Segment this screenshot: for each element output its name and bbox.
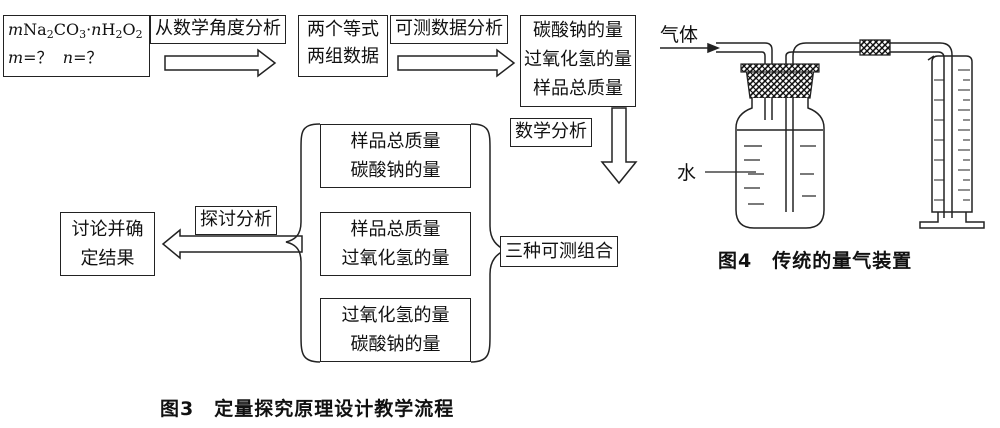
hollow-arrow-2 xyxy=(397,48,516,78)
left-brace xyxy=(285,123,321,363)
combination-1-line-1: 样品总质量 xyxy=(350,131,441,152)
gas-label: 气体 xyxy=(660,24,699,46)
quantity-total-mass: 样品总质量 xyxy=(533,78,623,99)
result-line-2: 定结果 xyxy=(80,248,135,269)
combination-3-line-2: 碳酸钠的量 xyxy=(350,334,441,355)
measurable-data-label: 可测数据分析 xyxy=(390,15,508,44)
start-formula-box: mNa2CO3·nH2O2 m=？ n=？ xyxy=(3,15,150,77)
figure-3-caption: 图3 定量探究原理设计教学流程 xyxy=(160,398,455,420)
combination-box-3: 过氧化氢的量 碳酸钠的量 xyxy=(320,298,471,362)
result-box: 讨论并确 定结果 xyxy=(60,212,155,276)
figure-4-caption: 图4 传统的量气装置 xyxy=(718,250,913,272)
discuss-analysis-label: 探讨分析 xyxy=(195,206,277,235)
hollow-arrow-left xyxy=(161,228,303,260)
combination-2-line-1: 样品总质量 xyxy=(350,219,441,240)
combination-2-line-2: 过氧化氢的量 xyxy=(341,248,450,269)
equations-line-1: 两个等式 xyxy=(307,19,379,40)
math-analysis-label: 数学分析 xyxy=(510,118,592,147)
unknowns-line: m=？ n=？ xyxy=(8,48,103,67)
combination-box-1: 样品总质量 碳酸钠的量 xyxy=(320,124,471,188)
water-label: 水 xyxy=(677,162,697,184)
gas-collection-apparatus xyxy=(660,39,985,229)
hollow-arrow-1 xyxy=(164,48,277,78)
hollow-arrow-down xyxy=(600,107,638,185)
equations-box: 两个等式 两组数据 xyxy=(298,15,388,77)
combination-3-line-1: 过氧化氢的量 xyxy=(341,305,450,326)
quantity-sodium-carbonate: 碳酸钠的量 xyxy=(533,20,623,41)
three-combinations-label: 三种可测组合 xyxy=(500,236,618,267)
result-line-1: 讨论并确 xyxy=(71,219,144,240)
equations-line-2: 两组数据 xyxy=(307,46,379,67)
quantity-hydrogen-peroxide: 过氧化氢的量 xyxy=(524,49,632,70)
combination-1-line-2: 碳酸钠的量 xyxy=(350,160,441,181)
formula-line: mNa2CO3·nH2O2 xyxy=(8,20,143,41)
math-perspective-label: 从数学角度分析 xyxy=(150,15,286,44)
combination-box-2: 样品总质量 过氧化氢的量 xyxy=(320,212,471,276)
measurable-quantities-box: 碳酸钠的量 过氧化氢的量 样品总质量 xyxy=(520,15,636,107)
